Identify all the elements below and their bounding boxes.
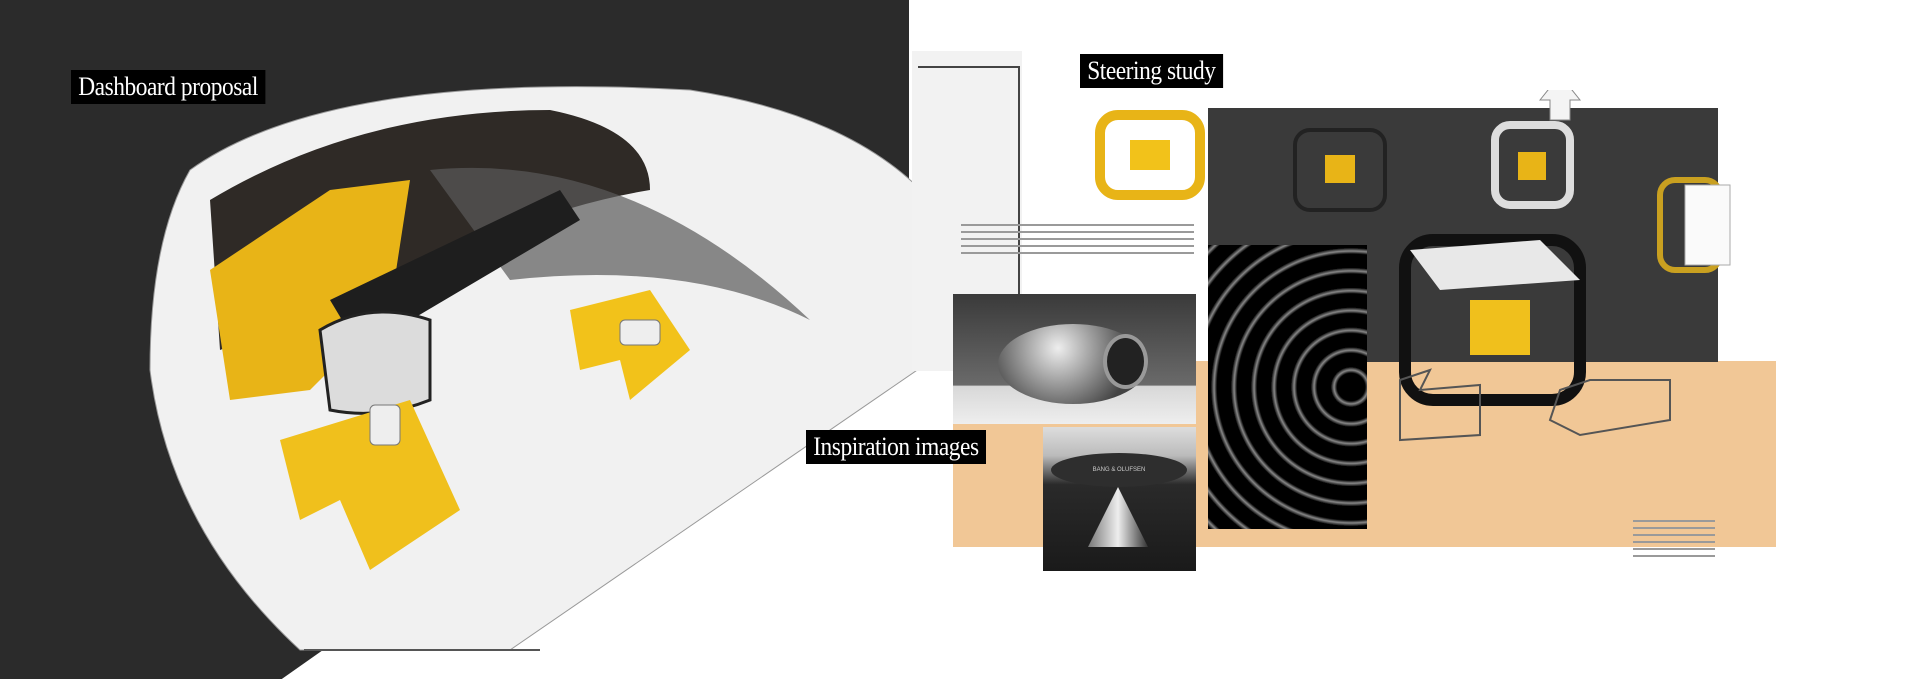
frame-line <box>918 66 1020 68</box>
steering-study-label: Steering study <box>1080 54 1223 88</box>
bottom-rule <box>304 649 540 651</box>
decorative-lines-bottom <box>1633 520 1715 562</box>
inspiration-images-label: Inspiration images <box>806 430 986 464</box>
steering-sketches <box>1095 90 1731 442</box>
marble-speaker-image <box>953 294 1196 424</box>
dashboard-proposal-label: Dashboard proposal <box>71 70 266 104</box>
decorative-lines <box>961 224 1194 259</box>
side-sketches <box>1399 368 1671 442</box>
steering-sketch-1 <box>1095 110 1205 200</box>
frame-line-vertical <box>1018 66 1020 326</box>
dashboard-sketch <box>149 86 991 651</box>
steering-sketch-3 <box>1491 121 1574 209</box>
steering-sketch-4 <box>1657 177 1731 273</box>
steering-sketch-2 <box>1293 128 1387 212</box>
speaker-tweeter-image: BANG & OLUFSEN <box>1043 427 1196 571</box>
ripple-image <box>1208 245 1367 529</box>
steering-sketch-main <box>1399 234 1586 406</box>
arrow-up-sketch <box>1538 90 1582 121</box>
speaker-brand-text: BANG & OLUFSEN <box>1051 453 1187 487</box>
